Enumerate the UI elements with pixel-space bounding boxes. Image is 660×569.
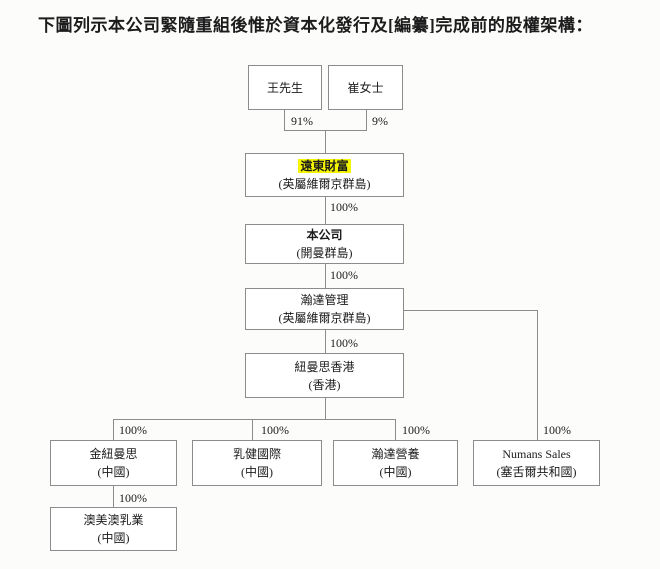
node-rujian-international: 乳健國際 (中國) bbox=[192, 440, 322, 486]
node-jurisdiction: (香港) bbox=[308, 377, 341, 392]
highlighted-node-label: 遠東財富 bbox=[298, 159, 351, 173]
node-jurisdiction: (英屬維爾京群島) bbox=[278, 311, 371, 325]
node-label: 紐曼思香港 bbox=[294, 359, 355, 374]
node-label: 澳美澳乳業 bbox=[83, 513, 144, 527]
edge-label-100pct: 100% bbox=[261, 423, 289, 437]
connector-line bbox=[395, 419, 396, 440]
node-jurisdiction: (中國) bbox=[241, 465, 273, 479]
node-handa-nutrition: 瀚達營養 (中國) bbox=[333, 440, 458, 486]
node-handa-management: 瀚達管理 (英屬維爾京群島) bbox=[245, 288, 404, 330]
connector-line bbox=[284, 110, 285, 130]
connector-line bbox=[537, 310, 538, 440]
connector-line bbox=[366, 110, 367, 130]
connector-line bbox=[325, 130, 326, 153]
edge-label-100pct: 100% bbox=[330, 336, 358, 350]
edge-label-100pct: 100% bbox=[543, 423, 571, 437]
edge-label-100pct: 100% bbox=[330, 200, 358, 214]
edge-label-100pct: 100% bbox=[402, 423, 430, 437]
connector-line bbox=[404, 310, 537, 311]
node-numans-hongkong: 紐曼思香港 (香港) bbox=[245, 353, 404, 398]
node-far-east-wealth: 遠東財富 (英屬維爾京群島) bbox=[245, 153, 404, 197]
node-label: 崔女士 bbox=[347, 80, 384, 95]
edge-label-91pct: 91% bbox=[291, 114, 313, 128]
connector-line bbox=[325, 398, 326, 419]
node-jurisdiction: (中國) bbox=[97, 531, 130, 545]
node-jurisdiction: (英屬維爾京群島) bbox=[278, 177, 371, 191]
connector-line bbox=[113, 419, 114, 440]
edge-label-100pct: 100% bbox=[119, 491, 147, 505]
node-jurisdiction: (開曼群島) bbox=[296, 246, 353, 260]
node-label: 本公司 bbox=[306, 228, 343, 242]
edge-label-100pct: 100% bbox=[330, 268, 358, 282]
connector-line bbox=[113, 419, 396, 420]
connector-line bbox=[325, 330, 326, 353]
page-title: 下圖列示本公司緊隨重組後惟於資本化發行及[編纂]完成前的股權架構： bbox=[38, 16, 593, 35]
node-label: 瀚達管理 bbox=[300, 293, 349, 307]
node-label: 王先生 bbox=[266, 80, 303, 95]
edge-label-100pct: 100% bbox=[119, 423, 147, 437]
node-label: 乳健國際 bbox=[232, 447, 281, 461]
node-label: Numans Sales bbox=[502, 447, 571, 461]
node-numans-sales: Numans Sales (塞舌爾共和國) bbox=[473, 440, 600, 486]
connector-line bbox=[325, 264, 326, 288]
node-mr-wang: 王先生 bbox=[248, 65, 322, 110]
node-the-company: 本公司 (開曼群島) bbox=[245, 224, 404, 264]
node-jurisdiction: (中國) bbox=[379, 465, 412, 479]
node-aomeiao-dairy: 澳美澳乳業 (中國) bbox=[50, 507, 177, 551]
node-golden-numans: 金紐曼思 (中國) bbox=[50, 440, 177, 486]
node-ms-cui: 崔女士 bbox=[328, 65, 403, 110]
node-jurisdiction: (中國) bbox=[97, 465, 130, 479]
node-label: 金紐曼思 bbox=[89, 447, 138, 461]
connector-line bbox=[113, 486, 114, 507]
connector-line bbox=[325, 197, 326, 224]
node-jurisdiction: (塞舌爾共和國) bbox=[496, 465, 577, 479]
connector-line bbox=[252, 419, 253, 440]
edge-label-9pct: 9% bbox=[372, 114, 388, 128]
node-label: 瀚達營養 bbox=[371, 447, 420, 461]
